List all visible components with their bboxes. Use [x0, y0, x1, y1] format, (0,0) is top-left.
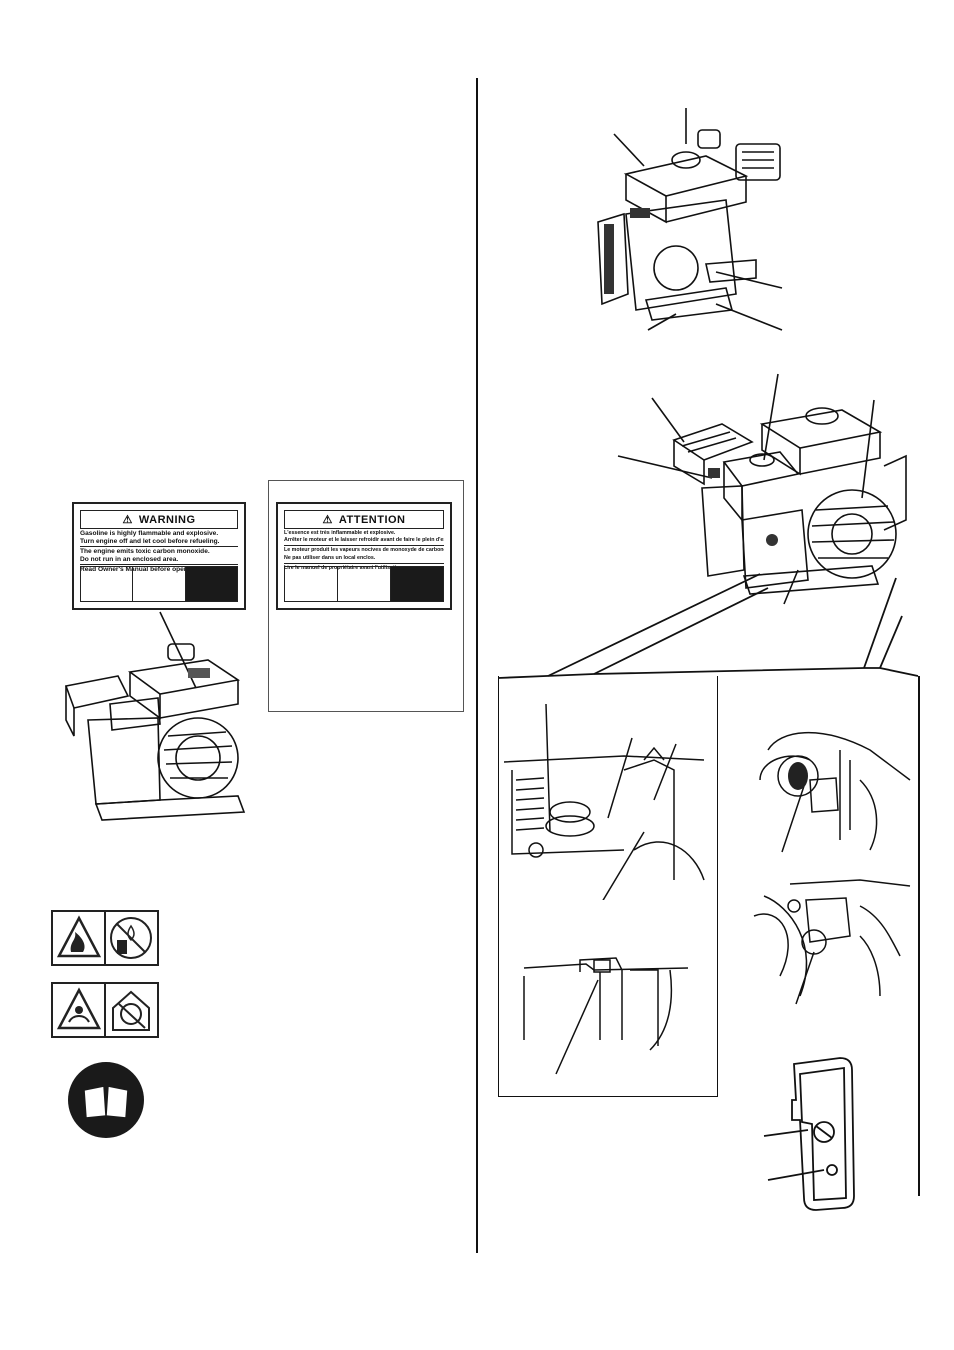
- engine-illustration-electric-start: [597, 108, 783, 331]
- fire-refuel-symbol: [51, 910, 159, 966]
- warning-text: Gasoline is highly flammable and explosi…: [80, 530, 238, 574]
- warning-line: Do not run in an enclosed area.: [80, 555, 179, 563]
- warning-title: WARNING: [138, 513, 196, 526]
- attention-line: L'essence est très inflammable et explos…: [284, 530, 396, 536]
- detail-box-left: [498, 676, 718, 1097]
- attention-text: L'essence est très inflammable et explos…: [284, 530, 444, 572]
- manual-icon: [391, 567, 443, 601]
- attention-icon-row: [284, 566, 444, 602]
- attention-line: Lire le manuel de propriétaire avant l'u…: [284, 564, 405, 571]
- attention-line: Le moteur produit les vapeurs nocives de…: [284, 547, 444, 554]
- detail-oil-level: [753, 879, 911, 1005]
- fire-hazard-icon: [81, 567, 134, 601]
- warning-icon-row: [80, 566, 238, 602]
- warning-line: Gasoline is highly flammable and explosi…: [80, 530, 219, 537]
- fire-hazard-icon: [285, 567, 338, 601]
- column-divider: [476, 78, 478, 1253]
- toxic-gas-symbol: [51, 982, 159, 1038]
- detail-callout-lines: [498, 573, 919, 679]
- attention-label-frame: [268, 480, 464, 712]
- attention-title: ATTENTION: [338, 513, 406, 526]
- attention-label: ⚠ ATTENTION L'essence est très inflammab…: [276, 502, 452, 610]
- manual-icon: [185, 567, 237, 601]
- warning-line: Read Owner's Manual before operation.: [80, 566, 204, 574]
- warning-line: The engine emits toxic carbon monoxide.: [80, 548, 210, 556]
- warning-triangle-icon: ⚠: [322, 514, 333, 526]
- read-manual-symbol: [68, 1062, 144, 1138]
- detail-drain-plug: [763, 1057, 855, 1211]
- warning-line: Turn engine off and let cool before refu…: [80, 537, 220, 545]
- detail-fuel-valve: [523, 957, 689, 1075]
- warning-label: ⚠ WARNING Gasoline is highly flammable a…: [72, 502, 246, 610]
- warning-triangle-icon: ⚠: [122, 514, 133, 526]
- attention-line: Arrêter le moteur et le laisser refroidi…: [284, 537, 444, 544]
- attention-line: Ne pas utiliser dans un local enclos.: [284, 554, 376, 561]
- detail-oil-filler: [759, 731, 911, 853]
- detail-box-right-edge: [918, 676, 920, 1196]
- toxic-gas-icon: [133, 567, 186, 601]
- engine-illustration-label-location: [64, 611, 246, 821]
- toxic-gas-icon: [338, 567, 391, 601]
- engine-illustration-recoil-start: [617, 373, 907, 605]
- detail-carburetor: [504, 703, 705, 900]
